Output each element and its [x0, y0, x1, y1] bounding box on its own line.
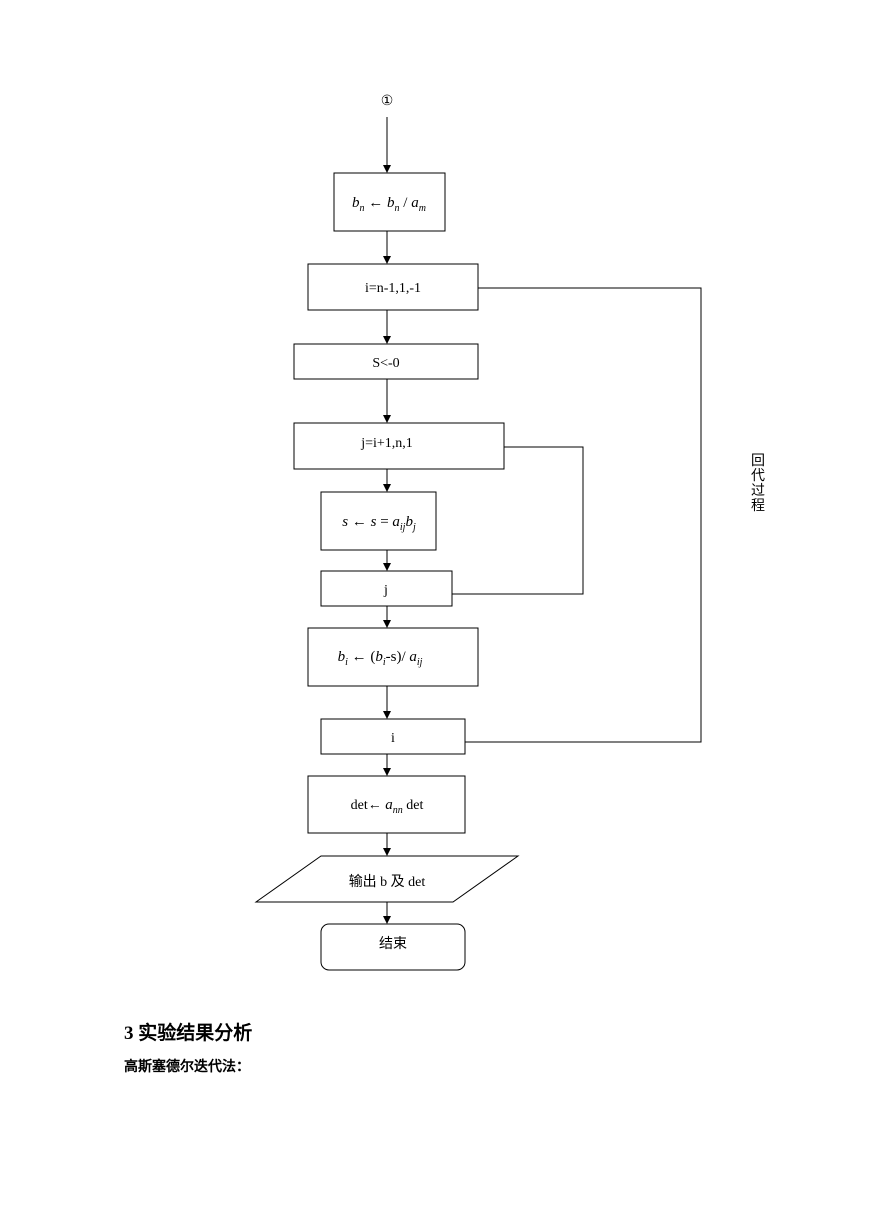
- loop-i-end-label: i: [391, 731, 395, 746]
- loop-j-label: j=i+1,n,1: [360, 436, 413, 451]
- side-label-char: 回: [751, 454, 765, 469]
- step-normalize-bn: [333, 172, 446, 232]
- init-s-box: [293, 343, 479, 380]
- output-box: [254, 855, 520, 903]
- loop-j-box: [293, 422, 505, 470]
- section-heading: 3 实验结果分析: [124, 1023, 253, 1044]
- step-compute-bi: [307, 627, 479, 687]
- step-update-det: [307, 775, 466, 834]
- loop-j-end-box: [320, 570, 453, 607]
- inner-loop-line: [452, 446, 584, 595]
- end-terminator: [320, 923, 466, 971]
- side-label-char: 过: [751, 484, 765, 499]
- outer-loop-line: [465, 287, 702, 743]
- end-label: 结束: [379, 936, 407, 952]
- output-label: 输出 b 及 det: [349, 874, 426, 890]
- side-label-char: 程: [751, 499, 765, 514]
- loop-j-end-label: j: [383, 583, 388, 598]
- step-accumulate-s-text: s ← s = aijbj: [342, 514, 416, 533]
- connector-symbol: ①: [381, 94, 394, 109]
- init-s-label: S<-0: [372, 356, 399, 371]
- step-compute-bi-text: bi ← (bi-s)/ aij: [338, 649, 423, 668]
- loop-i-end-box: [320, 718, 466, 755]
- side-label-char: 代: [751, 469, 765, 484]
- back-substitution-label: 回 代 过 程: [750, 454, 766, 514]
- loop-i-label: i=n-1,1,-1: [365, 281, 421, 296]
- step-update-det-text: det← ann det: [351, 797, 424, 816]
- step-normalize-bn-text: bn ← bn / am: [352, 195, 426, 214]
- step-accumulate-s: [320, 491, 437, 551]
- loop-i-box: [307, 263, 479, 311]
- section-subheading: 高斯塞德尔迭代法：: [124, 1060, 250, 1075]
